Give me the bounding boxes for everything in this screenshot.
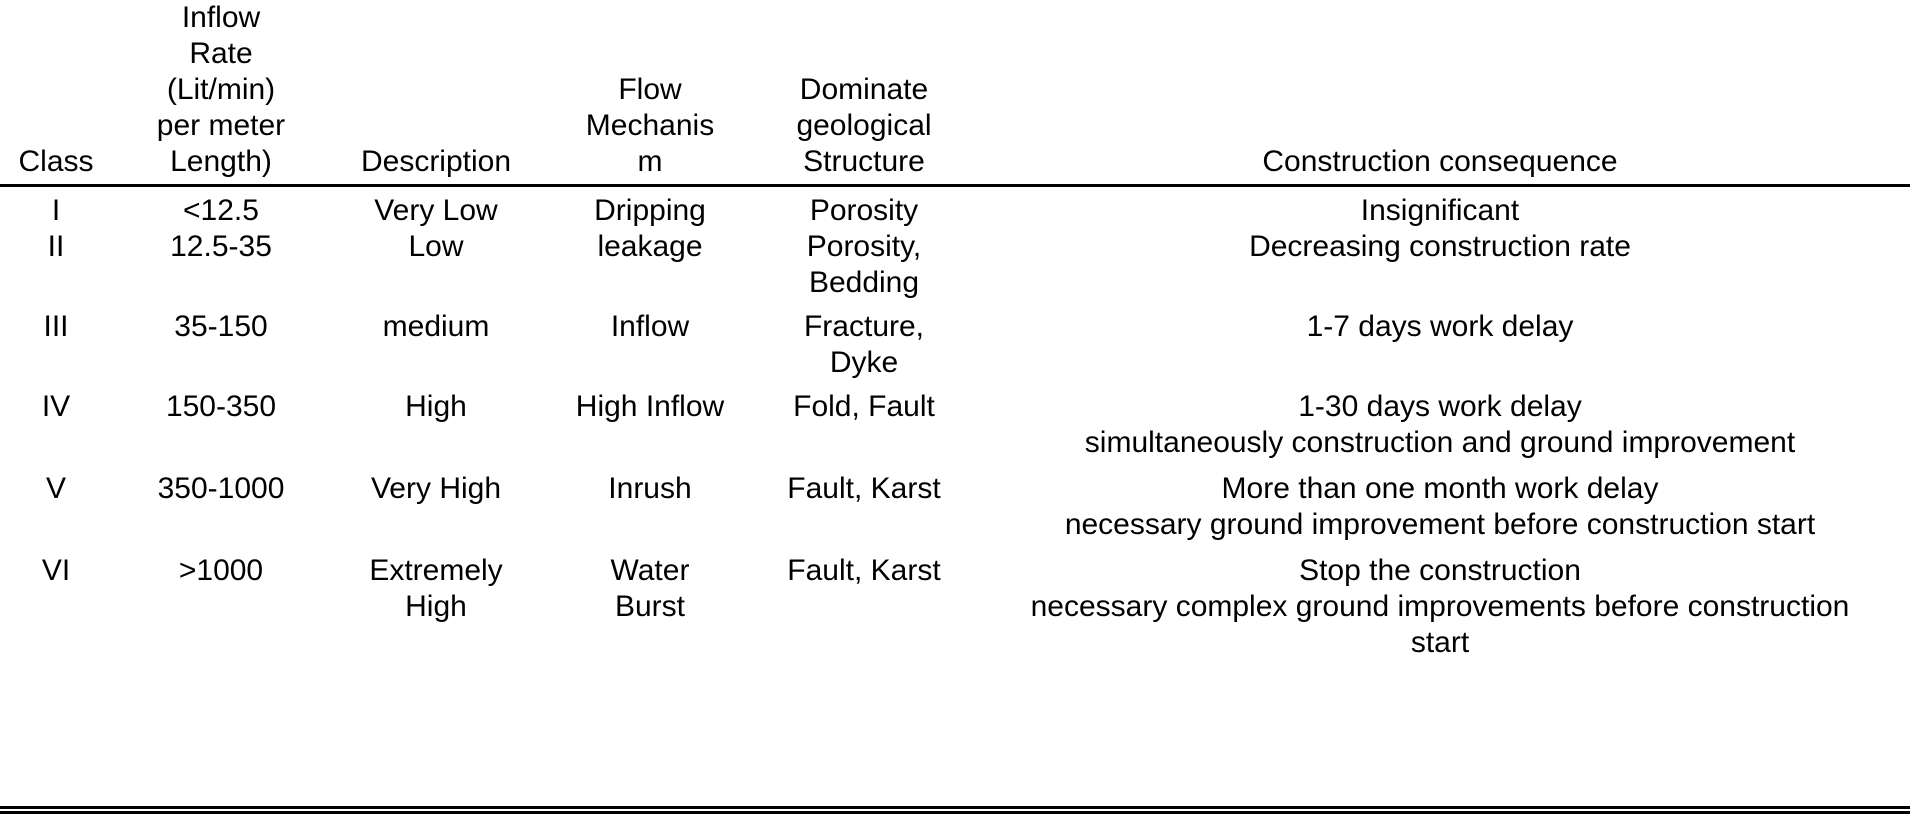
cell-inflow-rate: <12.5 — [183, 194, 259, 227]
cell-class: I — [51, 194, 61, 227]
cell-class: III — [43, 310, 69, 343]
column-header-class: Class — [0, 0, 112, 187]
cell-class: II — [47, 230, 65, 263]
cell-description: Low — [408, 230, 464, 263]
cell-consequence: Insignificant — [1360, 194, 1520, 227]
cell-class: IV — [41, 390, 71, 423]
cell-flow-mechanism: Dripping — [594, 194, 706, 227]
column-header-flow-mechanism: Flow Mechanis m — [542, 0, 758, 187]
cell-description: medium — [382, 310, 490, 343]
cell-consequence: 1-30 days work delay simultaneously cons… — [1084, 390, 1796, 459]
column-header-flow-mechanism-label: Flow Mechanis m — [585, 73, 715, 178]
table-row: III 35-150 medium Inflow Fracture, Dyke … — [0, 301, 1910, 381]
cell-inflow-rate: 350-1000 — [157, 472, 285, 505]
cell-consequence: 1-7 days work delay — [1306, 310, 1574, 343]
column-header-construction-consequence: Construction consequence — [970, 0, 1910, 187]
table-row: V 350-1000 Very High Inrush Fault, Karst… — [0, 461, 1910, 543]
table-bottom-double-rule — [0, 806, 1910, 814]
cell-geology: Fold, Fault — [793, 390, 935, 423]
table-header: Class Inflow Rate (Lit/min) per meter Le… — [0, 0, 1910, 187]
column-header-inflow-rate: Inflow Rate (Lit/min) per meter Length) — [112, 0, 330, 187]
cell-flow-mechanism: Inrush — [608, 472, 692, 505]
cell-geology: Fault, Karst — [787, 554, 941, 587]
cell-inflow-rate: >1000 — [178, 554, 264, 587]
table-row: II 12.5-35 Low leakage Porosity, Bedding… — [0, 229, 1910, 301]
cell-description: High — [405, 390, 467, 423]
cell-consequence: More than one month work delay necessary… — [1064, 472, 1816, 541]
table-body: I <12.5 Very Low Dripping Porosity Insig… — [0, 186, 1910, 662]
column-header-dominate-geological-structure: Dominate geological Structure — [758, 0, 970, 187]
cell-description: Very Low — [374, 194, 498, 227]
table-header-row: Class Inflow Rate (Lit/min) per meter Le… — [0, 0, 1910, 187]
cell-flow-mechanism: Inflow — [610, 310, 690, 343]
column-header-inflow-rate-label: Inflow Rate (Lit/min) per meter Length) — [156, 1, 286, 178]
cell-geology: Porosity, Bedding — [806, 230, 922, 299]
cell-flow-mechanism: Water Burst — [610, 554, 690, 623]
cell-consequence: Stop the construction necessary complex … — [1030, 554, 1850, 659]
column-header-description: Description — [330, 0, 542, 187]
column-header-dominate-geological-structure-label: Dominate geological Structure — [796, 73, 932, 178]
cell-flow-mechanism: High Inflow — [575, 390, 725, 423]
cell-geology: Porosity — [809, 194, 919, 227]
cell-class: VI — [41, 554, 71, 587]
water-inflow-classification-table: Class Inflow Rate (Lit/min) per meter Le… — [0, 0, 1910, 662]
column-header-construction-consequence-label: Construction consequence — [1262, 145, 1618, 178]
cell-description: Extremely High — [369, 554, 503, 623]
cell-flow-mechanism: leakage — [597, 230, 703, 263]
cell-description: Very High — [370, 472, 502, 505]
table-row: VI >1000 Extremely High Water Burst Faul… — [0, 543, 1910, 661]
cell-consequence: Decreasing construction rate — [1249, 230, 1631, 263]
column-header-description-label: Description — [360, 145, 512, 178]
cell-class: V — [45, 472, 66, 505]
column-header-class-label: Class — [18, 145, 94, 178]
table-row: IV 150-350 High High Inflow Fold, Fault … — [0, 381, 1910, 461]
table-row: I <12.5 Very Low Dripping Porosity Insig… — [0, 186, 1910, 230]
cell-inflow-rate: 12.5-35 — [170, 230, 272, 263]
cell-geology: Fault, Karst — [787, 472, 941, 505]
cell-geology: Fracture, Dyke — [803, 310, 925, 379]
cell-inflow-rate: 150-350 — [165, 390, 277, 423]
cell-inflow-rate: 35-150 — [174, 310, 268, 343]
